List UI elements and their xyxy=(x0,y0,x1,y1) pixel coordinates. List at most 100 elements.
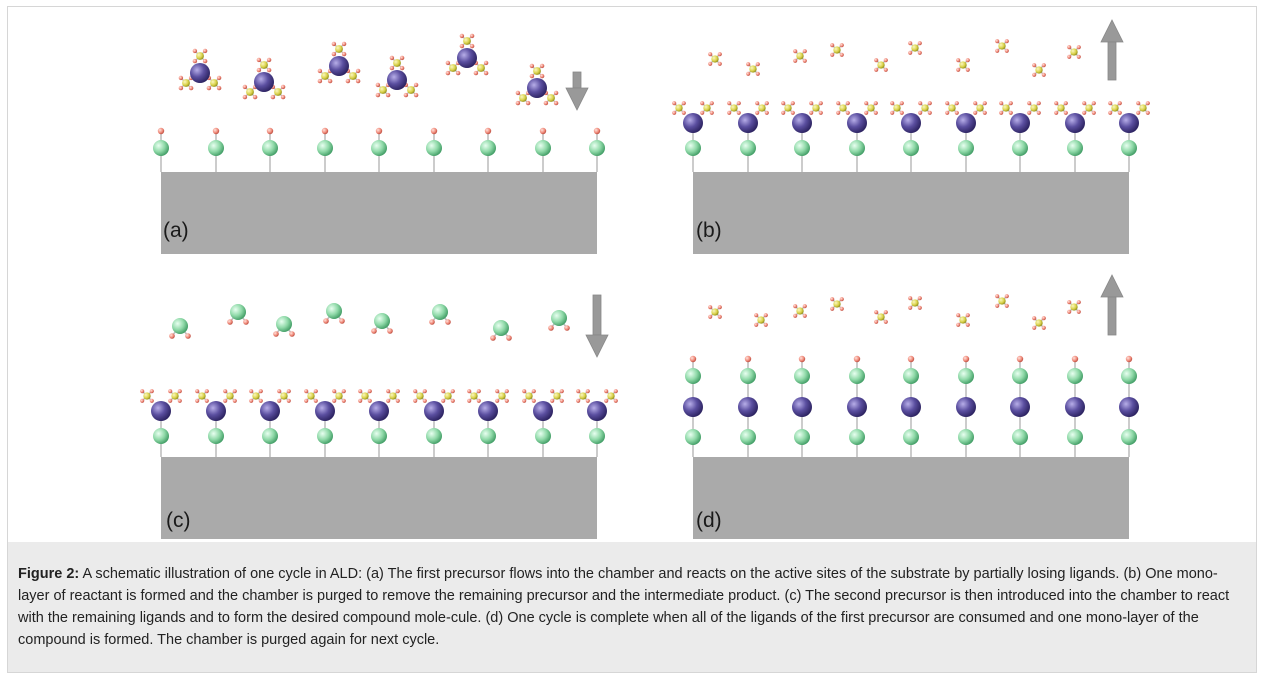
ligand-molecule xyxy=(830,43,844,57)
terminal-atom xyxy=(1063,110,1068,115)
active-site-atom xyxy=(1121,429,1137,445)
ligand-atom xyxy=(1139,104,1147,112)
terminal-atom xyxy=(956,313,961,318)
terminal-atom xyxy=(1067,309,1072,314)
terminal-atom xyxy=(836,110,841,115)
terminal-atom xyxy=(1076,54,1081,59)
ligand-molecule xyxy=(515,90,531,106)
terminal-atom xyxy=(266,67,272,73)
terminal-atom xyxy=(455,70,461,76)
ligand-molecule xyxy=(672,101,686,115)
figure-caption: Figure 2: A schematic illustration of on… xyxy=(8,542,1256,672)
terminal-atom xyxy=(483,70,489,76)
second-precursor-molecule xyxy=(169,318,191,339)
ligand-atom xyxy=(393,59,401,67)
terminal-atom xyxy=(195,389,200,394)
terminal-atom xyxy=(483,60,489,66)
terminal-atom xyxy=(613,389,618,394)
terminal-atom xyxy=(727,101,732,106)
ligand-atom xyxy=(379,86,387,94)
terminal-atom xyxy=(270,94,276,100)
ligand-atom xyxy=(547,94,555,102)
terminal-atom xyxy=(1063,101,1068,106)
ligand-molecule xyxy=(708,305,722,319)
terminal-atom xyxy=(367,398,372,403)
terminal-atom xyxy=(965,322,970,327)
terminal-atom xyxy=(553,100,559,106)
terminal-atom xyxy=(522,398,527,403)
terminal-atom xyxy=(802,304,807,309)
ligand-molecule xyxy=(522,389,536,403)
precursor-metal-atom xyxy=(1119,397,1139,417)
ligand-atom xyxy=(675,104,683,112)
ligand-molecule xyxy=(192,48,208,64)
terminal-atom xyxy=(883,58,888,63)
ligand-molecule xyxy=(956,313,970,327)
ligand-atom xyxy=(226,392,234,400)
ligand-molecule xyxy=(543,90,559,106)
terminal-atom xyxy=(341,389,346,394)
substrate xyxy=(693,457,1129,539)
arrow-shaft xyxy=(572,71,582,89)
second-precursor-molecule xyxy=(323,303,345,324)
terminal-atom xyxy=(345,78,351,84)
terminal-atom xyxy=(995,294,1000,299)
terminal-atom xyxy=(809,101,814,106)
ligand-molecule xyxy=(945,101,959,115)
reactant-atom xyxy=(685,368,701,384)
active-site-atom xyxy=(589,140,605,156)
ligand-molecule xyxy=(467,389,481,403)
terminal-atom xyxy=(793,304,798,309)
terminal-atom xyxy=(204,389,209,394)
ligand-atom xyxy=(796,52,804,60)
active-site-atom xyxy=(480,140,496,156)
terminal-atom xyxy=(341,41,347,47)
terminal-atom xyxy=(403,92,409,98)
terminal-atom xyxy=(956,67,961,72)
terminal-atom xyxy=(836,101,841,106)
reactant-atom xyxy=(1012,368,1028,384)
terminal-atom xyxy=(585,389,590,394)
terminal-atom xyxy=(1076,309,1081,314)
terminal-atom xyxy=(317,78,323,84)
terminal-atom xyxy=(559,389,564,394)
ligand-molecule xyxy=(890,101,904,115)
terminal-atom xyxy=(681,110,686,115)
terminal-atom xyxy=(818,101,823,106)
terminal-atom xyxy=(954,101,959,106)
terminal-atom xyxy=(168,398,173,403)
ligand-atom xyxy=(711,308,719,316)
ligand-molecule xyxy=(473,60,489,76)
terminal-atom xyxy=(995,48,1000,53)
precursor-metal-atom xyxy=(738,113,758,133)
terminal-atom xyxy=(585,398,590,403)
ligand-atom xyxy=(198,392,206,400)
ligand-atom xyxy=(407,86,415,94)
terminal-atom xyxy=(793,313,798,318)
arrow-shaft xyxy=(1107,296,1117,336)
terminal-atom xyxy=(243,319,249,325)
reactant-atom xyxy=(1067,368,1083,384)
adsorbed-precursor xyxy=(413,389,455,457)
terminal-atom xyxy=(339,318,345,324)
precursor-molecule xyxy=(317,41,361,84)
adsorbed-precursor xyxy=(781,101,823,172)
panel-a: (a) xyxy=(153,33,605,254)
ligand-atom xyxy=(893,104,901,112)
terminal-atom xyxy=(177,398,182,403)
terminal-atom xyxy=(754,322,759,327)
ligand-molecule xyxy=(495,389,509,403)
terminal-atom xyxy=(304,398,309,403)
active-site xyxy=(535,127,551,172)
terminal-atom xyxy=(550,398,555,403)
ligand-molecule xyxy=(995,294,1009,308)
terminal-atom xyxy=(232,389,237,394)
terminal-atom xyxy=(149,389,154,394)
adsorbed-precursor xyxy=(672,101,714,172)
ligand-atom xyxy=(833,46,841,54)
ligand-molecule xyxy=(918,101,932,115)
terminal-atom xyxy=(1117,110,1122,115)
terminal-atom xyxy=(973,110,978,115)
ligand-molecule xyxy=(864,101,878,115)
terminal-atom xyxy=(430,127,438,135)
